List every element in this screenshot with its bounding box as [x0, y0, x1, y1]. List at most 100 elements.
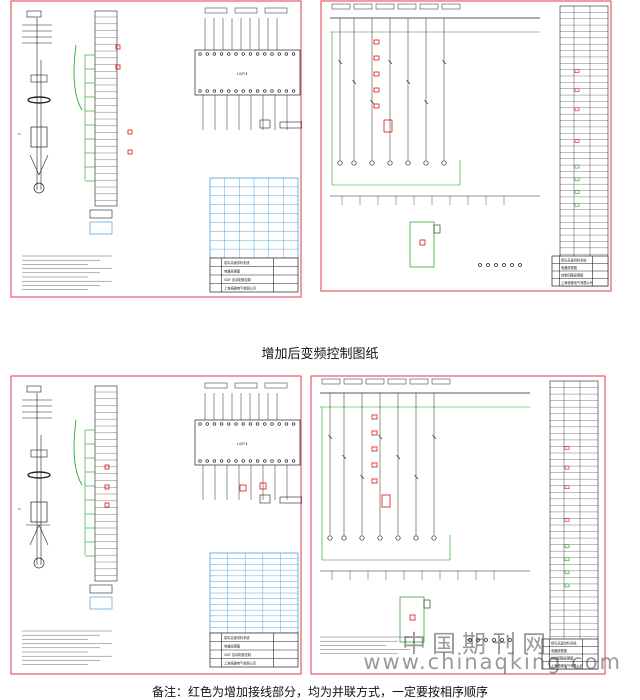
- plc-terminal: [277, 459, 281, 463]
- indicator-lamp: [341, 535, 347, 541]
- header-box: [441, 3, 461, 10]
- indicator-lamp: [431, 535, 437, 541]
- added-wire-mark: [115, 64, 121, 70]
- indicator-lamp: [387, 160, 393, 166]
- wire: [328, 434, 333, 440]
- symbol-circle: [492, 638, 496, 642]
- header-box: [409, 378, 429, 385]
- symbol-circle: [476, 638, 480, 642]
- symbol-circle: [486, 263, 490, 267]
- plc-terminal: [291, 52, 296, 56]
- breaker-label: [26, 385, 42, 393]
- wire: [360, 474, 365, 480]
- added-wire-mark: [564, 446, 570, 450]
- label-box: [279, 121, 302, 129]
- added-wire-mark: [564, 518, 570, 522]
- indicator-lamp: [351, 160, 357, 166]
- added-contact: [371, 414, 378, 420]
- relay: [259, 119, 271, 129]
- plc-terminal: [198, 459, 202, 463]
- title-block-text: 上海德通电气有限公司: [561, 280, 593, 285]
- indicator-lamp: [405, 160, 411, 166]
- added-contact: [371, 430, 378, 436]
- figure-caption: 增加后变频控制图纸: [261, 347, 379, 362]
- plc-terminal: [219, 459, 224, 463]
- added-wire-mark: [127, 129, 133, 135]
- plc-terminal: [219, 89, 224, 93]
- current-transformer: [27, 96, 51, 104]
- indicator-lamp: [395, 535, 401, 541]
- plc-terminal: [219, 52, 224, 56]
- symbol-circle: [500, 638, 504, 642]
- indicator-lamp: [337, 160, 343, 166]
- title-block-text: 铝氧高速供料系统: [224, 635, 250, 640]
- wire: [414, 474, 419, 480]
- motor-symbol: [33, 557, 45, 569]
- terminal-strip: [94, 385, 118, 582]
- indicator-lamp: [377, 535, 383, 541]
- indicator-lamp: [441, 160, 447, 166]
- title-block-text: GDF 自动制造控制: [224, 652, 251, 657]
- added-wire-mark: [564, 465, 570, 470]
- plc-terminal: [248, 52, 253, 56]
- plc-terminal: [270, 89, 274, 93]
- junction-box: [89, 584, 113, 594]
- header-box: [387, 378, 407, 385]
- title-block-text: 电器原理图: [224, 643, 240, 648]
- plc-terminal: [248, 422, 253, 426]
- added-wire-mark: [259, 482, 267, 490]
- header-box: [375, 3, 395, 10]
- plc-terminal: [270, 422, 274, 426]
- plc-terminal: [219, 422, 224, 426]
- symbol-circle: [518, 263, 522, 267]
- plc-terminal: [198, 422, 202, 426]
- plc-terminal: [241, 459, 245, 463]
- symbol-circle: [508, 638, 512, 642]
- plc-terminal: [198, 52, 202, 56]
- plc-terminal: [234, 422, 238, 426]
- plc-terminal: [248, 459, 253, 463]
- symbol-circle: [494, 263, 498, 267]
- plc-terminal: [291, 459, 296, 463]
- drawing-sheet-bottom-right: 铝氧高速供料系统电器原理图控制回路原理图上海德通电气有限公司: [310, 375, 606, 675]
- red-tag: M: [18, 507, 21, 511]
- header-box: [321, 378, 341, 385]
- plc-module: [194, 49, 301, 96]
- plc-terminal: [277, 422, 281, 426]
- plc-terminal: [212, 89, 217, 93]
- plc-terminal: [284, 52, 289, 56]
- wire-mark: [564, 583, 570, 588]
- junction-box: [89, 596, 113, 610]
- sheet-frame: [310, 375, 606, 675]
- plc-terminal: [227, 459, 231, 463]
- indicator-lamp: [369, 160, 375, 166]
- header-box: [343, 378, 363, 385]
- wire: [370, 99, 375, 105]
- title-block-text: 电器原理图: [551, 648, 567, 653]
- plc-terminal: [291, 422, 296, 426]
- plc-terminal: [212, 422, 217, 426]
- title-block-text: 电器原理图: [561, 265, 577, 270]
- added-contact: [373, 39, 380, 45]
- wire: [396, 454, 401, 460]
- plc-terminal: [234, 89, 238, 93]
- inverter-box: [30, 501, 48, 523]
- wire: [29, 524, 40, 546]
- header-box: [234, 7, 258, 14]
- plc-terminal: [212, 459, 217, 463]
- plc-terminal: [270, 52, 274, 56]
- sheet-frame: [320, 0, 612, 292]
- label-box: [279, 496, 302, 504]
- plc-terminal: [227, 422, 231, 426]
- wire-mark: [574, 202, 580, 207]
- contactor: [30, 74, 48, 83]
- plc-terminal: [248, 89, 253, 93]
- wire: [352, 79, 357, 85]
- plc-label: LS/P-Ⅱ: [237, 72, 248, 76]
- title-block-text: 上海德通电气有限公司: [224, 660, 256, 665]
- symbol-circle: [468, 638, 472, 642]
- plc-terminal: [234, 459, 238, 463]
